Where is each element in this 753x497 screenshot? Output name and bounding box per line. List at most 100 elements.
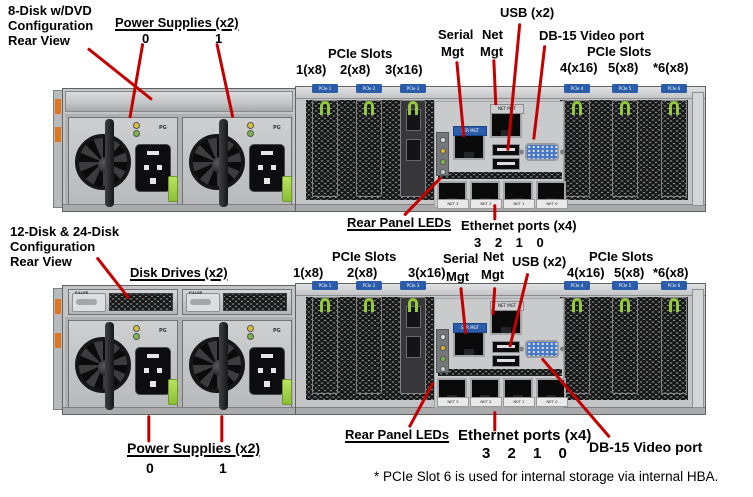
slot-latch — [669, 298, 679, 312]
config1-pcie-right-label: PCIe Slots — [587, 44, 652, 59]
config2-pcie-right-label: PCIe Slots — [589, 249, 654, 264]
config1-pcie-left-label: PCIe Slots — [328, 46, 393, 61]
psu-led-text: PG — [159, 328, 167, 334]
config1-ethernet-label: Ethernet ports (x4) — [461, 218, 577, 233]
pcie-slot-tab-6: PCIe 6 — [661, 281, 687, 290]
config2-slot4-label: 4(x16) — [567, 265, 605, 280]
config2-slot2-label: 2(x8) — [347, 265, 378, 280]
config1-slot4-label: 4(x16) — [560, 60, 598, 75]
slot-latch — [408, 101, 418, 115]
dvd-blank-cover — [65, 91, 293, 112]
psu-fan — [75, 134, 131, 190]
config2-disk-drives-label: Disk Drives (x2) — [130, 265, 228, 280]
slot-latch — [320, 298, 330, 312]
ethernet-port-label: NET 1 — [503, 199, 535, 209]
usb-port-1 — [492, 158, 520, 170]
footnote: * PCIe Slot 6 is used for internal stora… — [374, 469, 719, 484]
usb-port-0 — [492, 144, 520, 156]
sas-connector — [406, 336, 421, 358]
config1-psu1-label: 1 — [215, 31, 223, 46]
psu-latch — [168, 379, 178, 405]
psu-fan — [189, 337, 245, 393]
pcie-slot-tab-3: PCIe 3 — [400, 281, 426, 290]
locate-led — [440, 137, 446, 143]
power-led — [440, 366, 446, 372]
psu-ac-led — [133, 325, 140, 332]
pcie-slot-cover-6 — [661, 297, 687, 394]
config1-slot1-label: 1(x8) — [296, 62, 327, 77]
chassis-rail — [63, 407, 295, 414]
psu-unit-1: PG — [182, 117, 292, 208]
config2-psu1-label: 1 — [219, 460, 227, 476]
usb-port-0 — [492, 341, 520, 353]
config1-slot3-label: 3(x16) — [385, 62, 423, 77]
disk-drive-tray-1: FILLER — [182, 289, 292, 315]
fault-led — [440, 345, 446, 351]
net-mgt-port — [490, 112, 522, 138]
psu-led-text: PG — [273, 125, 281, 131]
power-led — [440, 169, 446, 175]
serial-mgt-port — [453, 331, 485, 357]
config2-net-label-2: Mgt — [481, 267, 505, 282]
config1-title: 8-Disk w/DVD Configuration Rear View — [8, 3, 94, 48]
chassis-rail — [63, 204, 295, 211]
config2-db15-label: DB-15 Video port — [589, 439, 703, 455]
tray-filler-label: FILLER — [189, 291, 203, 295]
psu-status-leds: PG — [131, 121, 175, 138]
tray-handle — [72, 293, 106, 312]
config2-serial-label-2: Mgt — [446, 269, 470, 284]
pcie-slot-cover-2 — [356, 297, 382, 394]
leader-config2-psu0 — [147, 415, 151, 443]
config1-slot2-label: 2(x8) — [340, 62, 371, 77]
config2-slot3-label: 3(x16) — [408, 265, 446, 280]
pcie-slot-tab-3: PCIe 3 — [400, 84, 426, 93]
psu-unit-0: PG — [68, 117, 178, 208]
config1-power-supplies-label: Power Supplies (x2) — [115, 15, 239, 30]
ethernet-port-label: NET 1 — [503, 397, 535, 407]
ser-mgt-sticker: SER MGT — [453, 323, 487, 333]
pcie-slot-tab-6: PCIe 6 — [661, 84, 687, 93]
config1-net-label-1: Net — [482, 27, 503, 42]
psu-status-leds: PG — [245, 324, 289, 341]
tray-filler-label: FILLER — [75, 291, 89, 295]
pcie-slot-cover-4 — [564, 100, 590, 197]
tray-vent — [109, 293, 173, 311]
vent-strip — [438, 172, 562, 179]
config1-ethernet-numbers: 3 2 1 0 — [474, 235, 544, 250]
config1-usb-label: USB (x2) — [500, 5, 555, 20]
ok-led — [440, 356, 446, 362]
config2-usb-label: USB (x2) — [512, 254, 567, 269]
slot-latch — [364, 101, 374, 115]
pcie-slot-cover-5 — [612, 297, 638, 394]
pcie-slot-tab-2: PCIe 2 — [356, 281, 382, 290]
slot-latch — [620, 298, 630, 312]
config2-ethernet-label: Ethernet ports (x4) — [458, 427, 592, 444]
config2-net-label-1: Net — [483, 249, 504, 264]
config1-psu0-label: 0 — [142, 31, 150, 46]
fault-led — [440, 148, 446, 154]
pcie-slot-cover-1 — [312, 100, 338, 197]
psu-status-leds: PG — [131, 324, 175, 341]
pcie-slot3-card — [400, 100, 426, 197]
config2-serial-label-1: Serial — [443, 251, 479, 266]
pcie-slot-cover-4 — [564, 297, 590, 394]
config2-psu0-label: 0 — [146, 460, 154, 476]
psu-handle-strap — [105, 322, 114, 410]
slot-latch — [620, 101, 630, 115]
ethernet-port-label: NET 0 — [536, 199, 568, 209]
server2-io-section: PCIe 1 PCIe 2 PCIe 3 PCIe 4 PCIe 5 PCIe … — [295, 281, 706, 415]
net-mgt-sticker: NET MGT — [490, 104, 524, 114]
psu-latch — [282, 379, 292, 405]
io-port-cluster: NET MGT SER MGT NET 3 NET 2 NET 1 NET 0 — [434, 298, 568, 408]
psu-ac-led — [133, 122, 140, 129]
config2-power-supplies-label: Power Supplies (x2) — [127, 440, 261, 456]
chassis-end-plate — [692, 92, 704, 206]
config1-serial-label-2: Mgt — [441, 44, 465, 59]
slot-latch — [669, 101, 679, 115]
config2-slot6-label: *6(x8) — [653, 265, 689, 280]
rear-led-strip — [436, 329, 449, 373]
psu-handle-strap — [219, 119, 228, 207]
slot-latch — [320, 101, 330, 115]
net-mgt-sticker: NET MGT — [490, 301, 524, 311]
